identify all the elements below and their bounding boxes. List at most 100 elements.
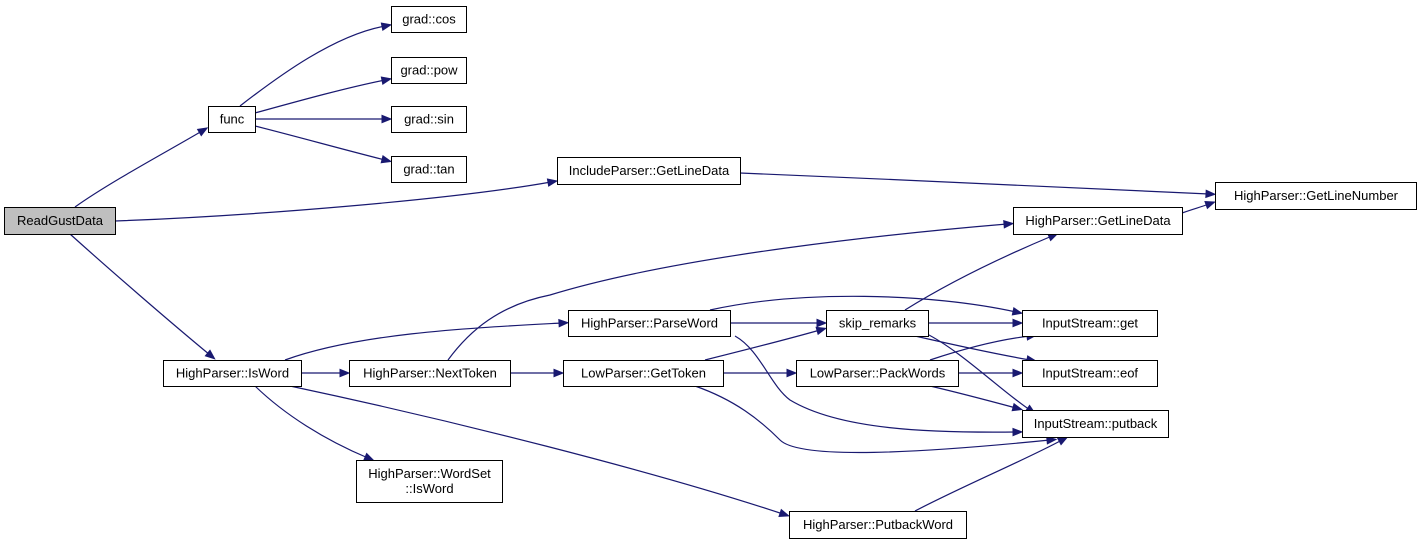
node-highparser-wordset-isword[interactable]: HighParser::WordSet::IsWord (356, 460, 503, 503)
edge-highparser-parseword-to-inputstream-get-arrowhead (1011, 307, 1024, 316)
edge-skip-remarks-to-inputstream-get-arrowhead (1012, 318, 1024, 328)
edge-lowparser-gettoken-to-inputstream-putback (694, 385, 1051, 454)
edge-highparser-putbackword-to-inputstream-putback (914, 439, 1063, 512)
node-includeparser-getlinedata[interactable]: IncludeParser::GetLineData (557, 157, 741, 185)
node-label: HighParser::GetLineData (1025, 213, 1171, 228)
edge-lowparser-packwords-to-inputstream-putback-arrowhead (1011, 402, 1024, 412)
node-label: LowParser::PackWords (810, 366, 946, 381)
edge-func-to-grad-tan (254, 125, 386, 161)
edge-highparser-parseword-to-inputstream-get (709, 295, 1017, 313)
node-label: skip_remarks (839, 316, 917, 331)
edge-lowparser-packwords-to-inputstream-eof-arrowhead (1012, 368, 1024, 378)
edge-skip-remarks-to-highparser-getlinedata (904, 235, 1053, 311)
node-box (1022, 410, 1169, 438)
node-highparser-getlinenumber[interactable]: HighParser::GetLineNumber (1215, 182, 1417, 210)
edge-lowparser-gettoken-to-inputstream-putback-arrowhead (1046, 436, 1058, 445)
node-box (391, 57, 467, 84)
node-box (349, 360, 511, 387)
edge-func-to-grad-sin-arrowhead (381, 114, 393, 124)
edge-lowparser-packwords-to-inputstream-putback (929, 385, 1017, 409)
node-box (4, 207, 116, 235)
node-readgustdata[interactable]: ReadGustData (4, 207, 116, 235)
edge-highparser-getlinedata-to-highparser-getlinenumber (1181, 203, 1210, 214)
edge-readgustdata-to-includeparser-getlinedata-arrowhead (546, 178, 559, 187)
edge-readgustdata-to-func-arrowhead (196, 127, 209, 137)
edge-highparser-isword-to-highparser-wordset-isword (254, 385, 369, 459)
edge-highparser-parseword-to-skip-remarks-arrowhead (816, 318, 828, 328)
node-box (568, 310, 731, 337)
edge-func-to-grad-pow-arrowhead (380, 76, 393, 85)
node-highparser-parseword[interactable]: HighParser::ParseWord (568, 310, 731, 337)
edge-highparser-nexttoken-to-lowparser-gettoken-arrowhead (553, 368, 565, 378)
node-label: HighParser::IsWord (176, 366, 289, 381)
edge-skip-remarks-to-inputstream-eof (914, 335, 1031, 361)
node-grad-pow[interactable]: grad::pow (391, 57, 467, 84)
edge-func-to-grad-cos-arrowhead (380, 22, 393, 31)
edge-skip-remarks-to-inputstream-putback (924, 332, 1031, 411)
edge-lowparser-packwords-to-inputstream-get (929, 335, 1031, 361)
node-highparser-putbackword[interactable]: HighParser::PutbackWord (789, 511, 967, 539)
edge-func-to-grad-tan-arrowhead (380, 154, 393, 164)
node-label: grad::tan (403, 162, 454, 177)
edge-highparser-parseword-to-inputstream-putback (734, 335, 1017, 433)
node-label: grad::cos (402, 12, 456, 27)
node-inputstream-eof[interactable]: InputStream::eof (1022, 360, 1158, 387)
node-highparser-isword[interactable]: HighParser::IsWord (163, 360, 302, 387)
node-highparser-getlinedata[interactable]: HighParser::GetLineData (1013, 207, 1183, 235)
node-func[interactable]: func (208, 106, 256, 133)
node-label: HighParser::WordSet (368, 466, 491, 481)
edge-highparser-getlinedata-to-highparser-getlinenumber-arrowhead (1204, 201, 1216, 210)
node-label: HighParser::GetLineNumber (1234, 188, 1399, 203)
call-graph-nodes: ReadGustData func grad::cosgrad::powgrad::… (4, 6, 1417, 539)
node-box (1215, 182, 1417, 210)
edge-func-to-grad-pow (254, 79, 386, 114)
edge-highparser-isword-to-highparser-putbackword-arrowhead (778, 508, 790, 518)
node-grad-cos[interactable]: grad::cos (391, 6, 467, 33)
node-highparser-nexttoken[interactable]: HighParser::NextToken (349, 360, 511, 387)
edge-highparser-isword-to-highparser-wordset-isword-arrowhead (363, 452, 375, 461)
node-box (163, 360, 302, 387)
edge-func-to-grad-cos (239, 25, 386, 107)
node-box (1022, 360, 1158, 387)
edge-readgustdata-to-highparser-isword (69, 233, 211, 356)
call-graph-edges (69, 22, 1217, 518)
node-box (391, 106, 467, 133)
edge-highparser-putbackword-to-inputstream-putback-arrowhead (1056, 436, 1069, 446)
node-grad-tan[interactable]: grad::tan (391, 156, 467, 183)
node-lowparser-gettoken[interactable]: LowParser::GetToken (563, 360, 724, 387)
node-label: HighParser::ParseWord (581, 316, 718, 331)
node-box (796, 360, 959, 387)
node-box (391, 6, 467, 33)
node-skip-remarks[interactable]: skip_remarks (826, 310, 929, 337)
edge-highparser-isword-to-highparser-parseword (284, 322, 563, 361)
node-inputstream-putback[interactable]: InputStream::putback (1022, 410, 1169, 438)
edge-highparser-nexttoken-to-highparser-getlinedata-arrowhead (1003, 219, 1015, 229)
edge-highparser-isword-to-highparser-putbackword (289, 385, 784, 515)
node-label: InputStream::get (1042, 316, 1138, 331)
node-inputstream-get[interactable]: InputStream::get (1022, 310, 1158, 337)
node-box (208, 106, 256, 133)
node-box (557, 157, 741, 185)
node-label: grad::sin (404, 112, 454, 127)
node-box (391, 156, 467, 183)
node-label: InputStream::eof (1042, 366, 1138, 381)
edge-highparser-isword-to-highparser-nexttoken-arrowhead (339, 368, 351, 378)
node-grad-sin[interactable]: grad::sin (391, 106, 467, 133)
node-box (356, 460, 503, 503)
node-label: HighParser::PutbackWord (803, 517, 953, 532)
edge-readgustdata-to-includeparser-getlinedata (114, 181, 552, 222)
edge-readgustdata-to-func (74, 130, 203, 208)
node-label: ::IsWord (405, 481, 453, 496)
node-box (563, 360, 724, 387)
node-label: func (220, 112, 245, 127)
edge-highparser-parseword-to-inputstream-putback-arrowhead (1012, 427, 1024, 437)
node-label: ReadGustData (17, 213, 104, 228)
node-label: LowParser::GetToken (581, 366, 706, 381)
edge-lowparser-gettoken-to-lowparser-packwords-arrowhead (786, 368, 798, 378)
edge-highparser-nexttoken-to-highparser-getlinedata (447, 223, 1008, 361)
edge-lowparser-gettoken-to-skip-remarks (704, 329, 821, 361)
node-lowparser-packwords[interactable]: LowParser::PackWords (796, 360, 959, 387)
node-box (789, 511, 967, 539)
node-box (826, 310, 929, 337)
